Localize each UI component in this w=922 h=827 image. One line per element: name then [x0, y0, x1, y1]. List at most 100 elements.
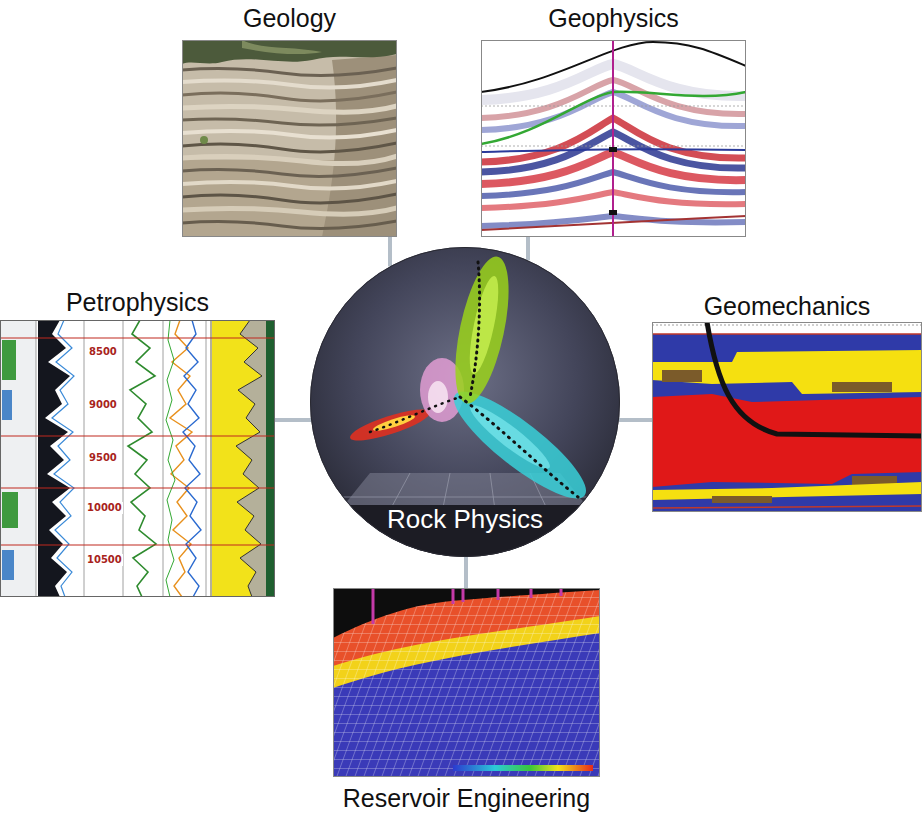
cliff-strata [182, 156, 397, 164]
crossplot-scene [428, 381, 448, 413]
cliff-strata [183, 41, 397, 237]
crossplot-scene [464, 274, 504, 376]
log-tracks [128, 320, 156, 597]
log-tracks [206, 320, 207, 597]
log-tracks [52, 320, 74, 597]
log-tracks [236, 320, 262, 597]
crossplot-scene [460, 397, 578, 497]
log-tracks [183, 320, 201, 597]
reservoir-surface [497, 588, 500, 600]
stress-layers [652, 333, 922, 335]
cliff-strata [182, 80, 397, 88]
stress-layers [652, 322, 922, 512]
log-tracks [2, 340, 16, 380]
reservoir-surface [530, 588, 533, 598]
crossplot-scene [445, 252, 519, 408]
crossplot-scene [310, 247, 620, 557]
cliff-strata [182, 181, 397, 189]
crossplot-scene [470, 262, 480, 397]
log-tracks [0, 435, 275, 436]
crossplot-scene [370, 397, 460, 432]
cliff-strata [200, 136, 208, 144]
reservoir-surface [372, 588, 375, 624]
connector-line [526, 237, 530, 260]
hub-label: Rock Physics [387, 503, 543, 535]
connector-line [275, 418, 311, 422]
cliff-strata [182, 208, 397, 214]
log-tracks [266, 320, 275, 597]
depth-label: 9500 [88, 452, 118, 464]
depth-label: 8500 [88, 346, 118, 358]
reservoir-surface [453, 765, 593, 771]
log-tracks [36, 320, 37, 597]
log-tracks [212, 320, 262, 597]
stress-layers [652, 506, 922, 508]
log-tracks [0, 544, 275, 545]
depth-label: 10000 [86, 502, 123, 514]
seismic-traces [481, 40, 746, 237]
log-tracks [2, 550, 14, 580]
stress-layers [652, 350, 922, 394]
log-tracks [1, 321, 275, 597]
depth-label: 9000 [88, 399, 118, 411]
depth-label: 10500 [86, 554, 123, 566]
cliff-strata [182, 130, 397, 138]
panel-heading-box: Geomechanics [652, 290, 922, 512]
log-tracks [38, 320, 70, 597]
log-tracks [0, 320, 275, 597]
stress-layers [652, 394, 922, 487]
log-tracks [84, 320, 85, 597]
seismic-traces [609, 147, 617, 152]
connector-line [388, 237, 392, 266]
cliff-strata [182, 40, 397, 237]
log-tracks [163, 320, 164, 597]
log-tracks [0, 320, 36, 597]
hub-circle: Rock Physics [310, 247, 620, 557]
panel-heading: Geophysics [548, 2, 679, 34]
cliff-strata [182, 118, 397, 125]
panel-heading-box: Geophysics [481, 2, 746, 237]
reservoir-surface [333, 588, 600, 777]
reservoir-surface [560, 588, 563, 596]
cliff-strata [182, 221, 397, 229]
crossplot-scene [310, 247, 620, 557]
log-tracks [0, 320, 275, 597]
log-tracks [166, 320, 175, 597]
reservoir-surface [333, 588, 600, 777]
seismic-traces [481, 40, 746, 237]
stress-layers [652, 322, 922, 512]
seismic-traces [482, 41, 746, 237]
reservoir-surface [452, 588, 455, 604]
stress-layers [662, 370, 702, 382]
seismic-section [481, 40, 746, 237]
stress-layers [707, 322, 922, 436]
log-tracks [2, 390, 12, 420]
cliff-strata [182, 40, 397, 237]
panel-heading: Reservoir Engineering [343, 782, 590, 814]
reservoir-grid [333, 588, 600, 777]
cliff-strata [182, 168, 397, 176]
panel-heading: Geomechanics [704, 290, 871, 322]
cliff-strata [182, 194, 397, 203]
reservoir-surface [334, 589, 600, 777]
geology-photo [182, 40, 397, 237]
log-tracks [2, 492, 18, 528]
stress-layers [832, 382, 892, 392]
panel-heading-box: Petrophysics [0, 286, 275, 597]
cliff-strata [182, 143, 397, 152]
panel-heading-box: Geology [182, 2, 397, 237]
panel-heading: Petrophysics [66, 286, 209, 318]
stress-layers [653, 323, 922, 512]
connector-line [619, 418, 652, 422]
stress-layers [652, 482, 922, 500]
panel-heading: Geology [243, 2, 336, 34]
cliff-strata [182, 68, 397, 76]
well-log-panel [0, 320, 275, 597]
reservoir-surface [462, 588, 465, 602]
stress-layers [652, 322, 922, 334]
stress-layers [712, 496, 772, 503]
circle-outline [311, 248, 620, 557]
seismic-traces [612, 40, 614, 237]
cliff-strata [242, 40, 322, 54]
